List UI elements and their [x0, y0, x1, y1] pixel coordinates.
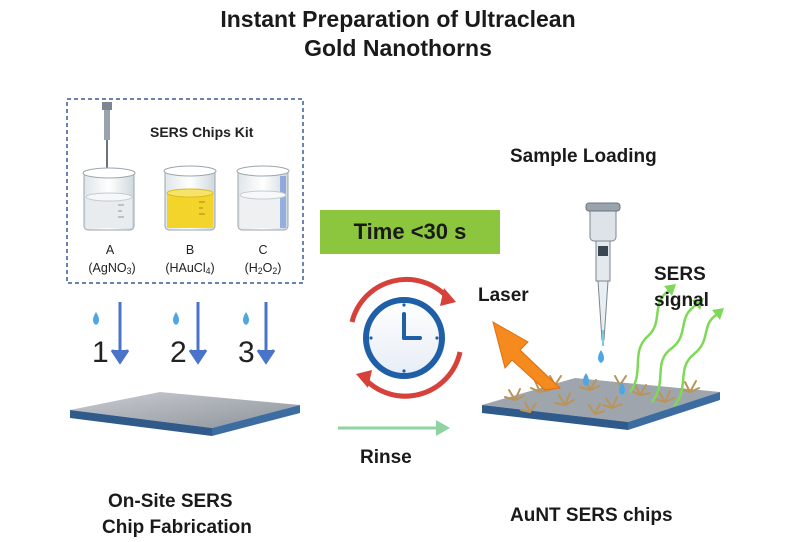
sample-pipette-icon	[585, 202, 621, 346]
step-arrow	[256, 302, 276, 365]
drop-icon	[93, 312, 99, 325]
reagent-a-formula: (AgNO3)	[88, 261, 136, 277]
reagent-b-formula: (HAuCl4)	[165, 261, 215, 277]
sers-signal-label-line-2: signal	[654, 290, 709, 311]
title-line-1: Instant Preparation of Ultraclean	[220, 6, 576, 32]
laser-bolt-icon	[492, 320, 562, 391]
clock-icon	[349, 276, 463, 399]
drop-icon	[619, 382, 625, 395]
step-number-2: 2	[170, 336, 187, 369]
step-arrow	[188, 302, 208, 365]
laser-label: Laser	[478, 285, 529, 306]
drop-icon	[173, 312, 179, 325]
rinse-label: Rinse	[360, 447, 412, 468]
fabrication-label-line-2: Chip Fabrication	[102, 517, 252, 538]
sample-loading-label: Sample Loading	[510, 146, 657, 167]
rinse-arrow	[338, 420, 450, 436]
drop-icon	[243, 312, 249, 325]
step-arrow	[110, 302, 130, 365]
beaker-a-icon	[82, 167, 136, 231]
pipette-icon	[102, 102, 112, 178]
reagent-c-formula: (H2O2)	[244, 261, 282, 277]
time-badge: Time <30 s	[320, 210, 500, 254]
fabrication-label-line-1: On-Site SERS	[108, 491, 233, 512]
reagent-a-letter: A	[105, 243, 115, 257]
step-number-3: 3	[238, 336, 255, 369]
drop-icon	[583, 373, 589, 386]
drop-icon	[598, 350, 604, 363]
kit-label: SERS Chips Kit	[150, 124, 254, 140]
reagent-c-letter: C	[258, 243, 268, 257]
step-number-1: 1	[92, 336, 109, 369]
title-line-2: Gold Nanothorns	[304, 35, 492, 61]
bare-substrate	[70, 392, 300, 436]
beaker-b-icon	[163, 165, 217, 231]
aunt-chip	[482, 375, 720, 430]
sers-signal-label-line-1: SERS	[654, 264, 706, 285]
beaker-c-icon	[236, 165, 290, 231]
sers-signal-waves	[628, 284, 724, 407]
reagent-b-letter: B	[185, 243, 195, 257]
chips-label: AuNT SERS chips	[510, 505, 673, 526]
